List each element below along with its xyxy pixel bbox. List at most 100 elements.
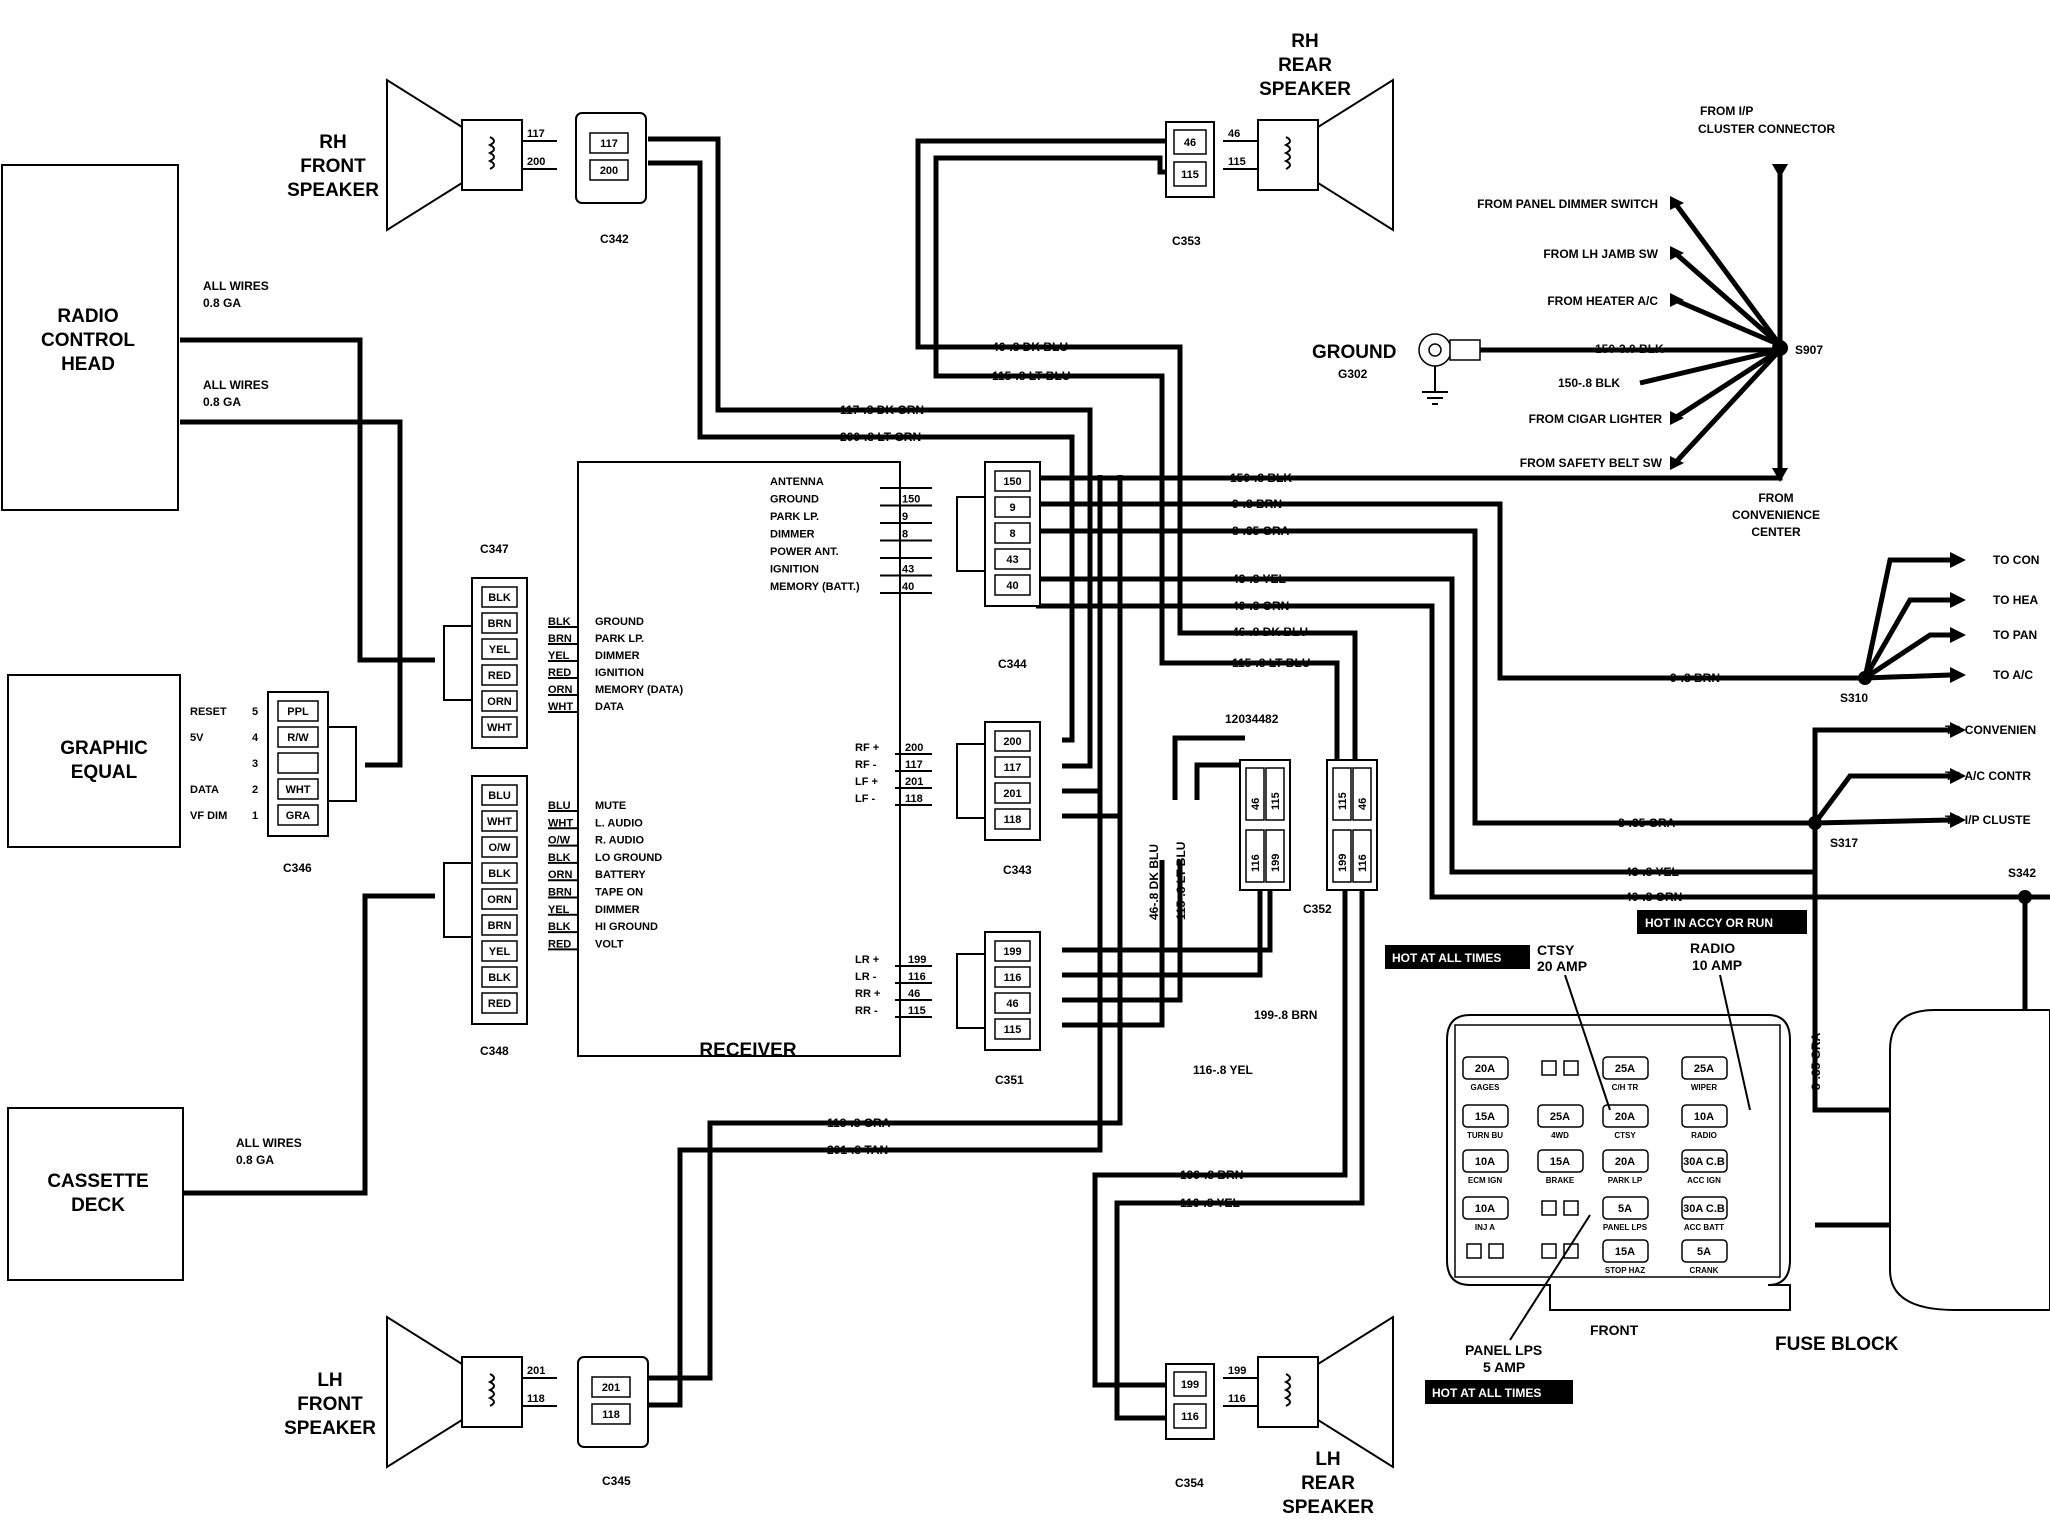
c352-right-pin-box — [1332, 767, 1352, 821]
wire-radio-head-c346 — [180, 419, 403, 768]
wire-200-lt-grn — [648, 160, 1075, 475]
graphic-label-2: EQUAL — [71, 762, 138, 783]
c348-connector-pin-box — [481, 784, 518, 806]
lh-rear-label-3: SPEAKER — [1282, 1497, 1374, 1518]
c348-wire-color: BLU — [548, 800, 571, 812]
c347-connector-pin-box — [481, 716, 518, 738]
receiver-rear-name: RR - — [855, 1005, 878, 1017]
receiver-box — [577, 461, 901, 1057]
lh-rear-label-1: LH — [1315, 1449, 1340, 1470]
receiver-front-pin: 118 — [905, 793, 923, 805]
c351-connector-pin-box — [994, 966, 1031, 988]
vwire-label-8: 8-.35 GRA — [1809, 1032, 1823, 1090]
c344-connector-pin-label: 8 — [1009, 528, 1015, 540]
wire-label-115b: 115-.8 LT BLU — [1232, 656, 1310, 670]
c345-connector-pin-label: 201 — [602, 1382, 620, 1394]
fuse-name: CTSY — [1614, 1131, 1636, 1140]
c347-connector-latch — [443, 625, 473, 701]
rh-front-label-1: RH — [319, 132, 346, 153]
c352-left-pin-box — [1265, 829, 1285, 883]
hot-accy-bg — [1637, 910, 1807, 934]
graphic-label-1: GRAPHIC — [60, 738, 148, 759]
c351-label: C351 — [995, 1073, 1024, 1087]
fuse-amp: 15A — [1550, 1156, 1570, 1168]
c348-connector-pin-label: BLK — [488, 868, 511, 880]
fuse-slot — [1602, 1104, 1649, 1128]
s317-out-2 — [1812, 773, 1950, 825]
c351-connector-pin-box — [994, 992, 1031, 1014]
panel-leader — [1509, 1214, 1591, 1341]
s310-to-4: TO A/C — [1993, 668, 2033, 682]
fuse-slot — [1681, 1239, 1728, 1263]
c348-connector-pin-label: BLU — [488, 790, 511, 802]
ctsy-callout-2: 20 AMP — [1537, 958, 1587, 974]
lh-rear-label-2: REAR — [1301, 1473, 1355, 1494]
c348-connector-pin-label: O/W — [489, 842, 512, 854]
c347-label: C347 — [480, 542, 509, 556]
wire-116-yel — [1114, 860, 1365, 1421]
c342-label: C342 — [600, 232, 629, 246]
fuse-slot — [1602, 1056, 1649, 1080]
panel-callout-2: 5 AMP — [1483, 1359, 1525, 1375]
rh-rear-speaker-coil — [1283, 136, 1291, 170]
c348-connector-pin-box — [481, 914, 518, 936]
s310-out-4 — [1864, 672, 1951, 681]
lh-rear-speaker-lead-pin: 199 — [1228, 1365, 1246, 1377]
c352-right-pin-box — [1352, 767, 1372, 821]
c344-connector-pin-box — [994, 522, 1031, 544]
c352-left-pin-box — [1245, 829, 1265, 883]
c343-connector-pin-label: 200 — [1003, 736, 1021, 748]
c354-connector-pin-label: 116 — [1181, 1411, 1199, 1423]
c347-wire-func: MEMORY (DATA) — [595, 684, 684, 696]
receiver-front-name: LF - — [855, 793, 875, 805]
c348-wire-color: BLK — [548, 921, 571, 933]
c347-wire-color: YEL — [548, 650, 570, 662]
wire-46-bus — [1177, 475, 1358, 860]
from-conv-2: CONVENIENCE — [1732, 508, 1820, 522]
c344-connector-pin-box — [994, 574, 1031, 596]
fuse-name: WIPER — [1691, 1083, 1717, 1092]
fuse-slot — [1681, 1104, 1728, 1128]
c343-connector-pin-label: 117 — [1004, 762, 1022, 774]
wire-label-116b: 116-.8 YEL — [1180, 1196, 1240, 1210]
wire-46-dk-blu — [915, 138, 1183, 475]
c352-left-pin-label: 199 — [1270, 854, 1282, 872]
c347-connector-pin-label: YEL — [489, 644, 511, 656]
wire-label-150: 150-.8 BLK — [1230, 471, 1292, 485]
radio-callout-1: RADIO — [1690, 940, 1735, 956]
wire-150-blk — [1036, 350, 1783, 481]
c346-pin-number: 1 — [252, 810, 258, 822]
fuse-amp: 15A — [1475, 1111, 1495, 1123]
lh-front-label-1: LH — [317, 1370, 342, 1391]
c348-wire-color: ORN — [548, 869, 573, 881]
c343-connector-pin-box — [994, 808, 1031, 830]
c348-wire-func: DIMMER — [595, 904, 640, 916]
receiver-front-name: RF - — [855, 759, 877, 771]
fuse-name: RADIO — [1691, 1131, 1717, 1140]
ground-symbol-icon — [1418, 333, 1481, 405]
right-fuse-partial — [1889, 1009, 2050, 1311]
s317-to-fuse — [1812, 823, 1890, 1113]
fuse-name: INJ A — [1475, 1223, 1495, 1232]
lh-rear-speaker-coil — [1283, 1373, 1291, 1407]
wire-label-40b: 40-.8 ORN — [1625, 890, 1682, 904]
c347-connector-pin-label: BLK — [488, 592, 511, 604]
cassette-deck-box — [7, 1107, 184, 1281]
fuse-slot — [1602, 1149, 1649, 1173]
wire-label-150-3: 150-3.0 BLK — [1595, 342, 1664, 356]
c345-label: C345 — [602, 1474, 631, 1488]
ctsy-callout-1: CTSY — [1537, 942, 1575, 958]
c348-wire-color: BLK — [548, 852, 571, 864]
fuse-amp: 30A C.B — [1683, 1156, 1725, 1168]
c344-connector-pin-label: 43 — [1006, 554, 1018, 566]
receiver-power-name: PARK LP. — [770, 511, 819, 523]
c346-connector-pin-label: PPL — [287, 706, 309, 718]
c348-wire-color: YEL — [548, 904, 570, 916]
c351-connector-pin-label: 199 — [1003, 946, 1021, 958]
